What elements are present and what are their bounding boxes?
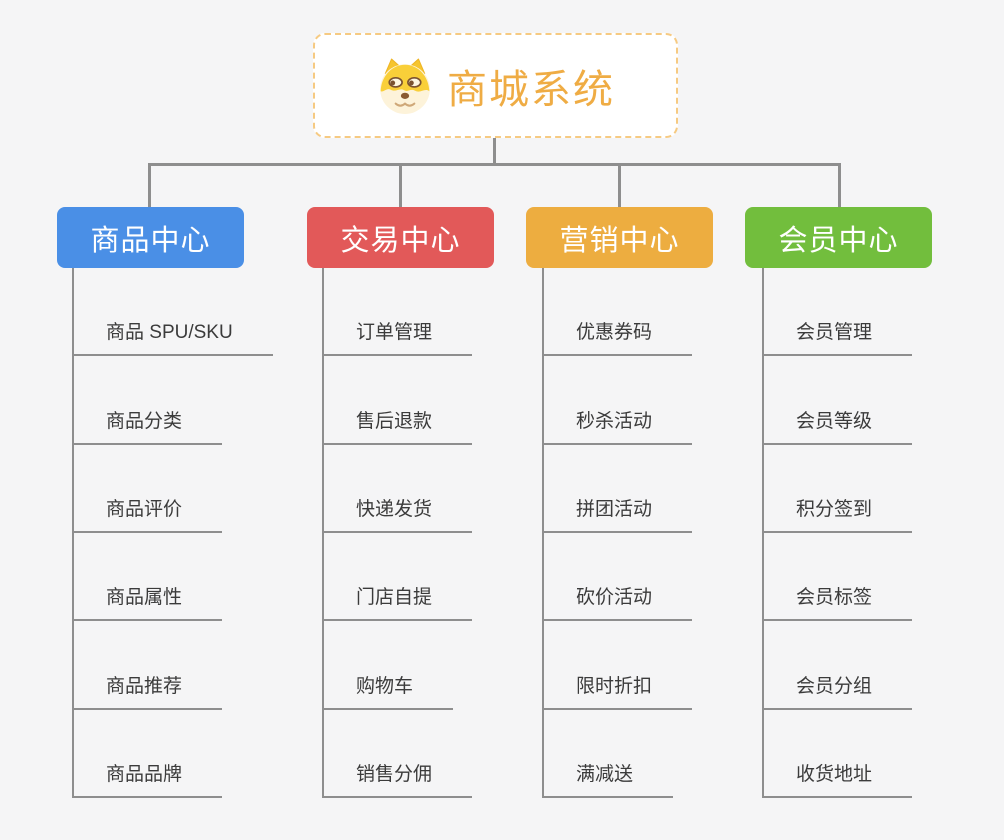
branch-header-trade[interactable]: 交易中心 [307,207,494,268]
leaf-item[interactable]: 拼团活动 [542,497,693,533]
branch-leaves-marketing: 优惠券码 秒杀活动 拼团活动 砍价活动 限时折扣 满减送 [542,268,693,798]
trunk-trade [322,268,324,798]
leaf-item[interactable]: 优惠券码 [542,320,693,357]
leaf-cell: 商品评价 [72,445,273,533]
leaf-cell: 销售分佣 [322,710,473,798]
leaf-item[interactable]: 会员分组 [762,674,913,710]
leaf-item[interactable]: 收货地址 [762,762,913,798]
leaf-item[interactable]: 积分签到 [762,497,913,533]
leaf-item[interactable]: 订单管理 [322,320,473,357]
leaf-cell: 会员管理 [762,268,913,357]
branch-leaves-member: 会员管理 会员等级 积分签到 会员标签 会员分组 收货地址 [762,268,913,798]
leaf-item[interactable]: 售后退款 [322,409,473,445]
connector-drop-member [838,163,841,208]
leaf-cell: 积分签到 [762,445,913,533]
leaf-cell: 商品分类 [72,356,273,445]
trunk-goods [72,268,74,798]
leaf-cell: 售后退款 [322,356,473,445]
branch-leaves-goods: 商品 SPU/SKU 商品分类 商品评价 商品属性 商品推荐 商品品牌 [72,268,273,798]
leaf-item[interactable]: 满减送 [542,762,674,798]
leaf-item[interactable]: 会员管理 [762,320,913,357]
leaf-cell: 满减送 [542,710,692,798]
leaf-cell: 会员等级 [762,356,913,445]
leaf-cell: 商品推荐 [72,621,273,710]
branch-header-member[interactable]: 会员中心 [745,207,932,268]
leaf-cell: 购物车 [322,621,472,710]
leaf-item[interactable]: 秒杀活动 [542,409,693,445]
leaf-cell: 拼团活动 [542,445,693,533]
leaf-cell: 收货地址 [762,710,913,798]
leaf-item[interactable]: 砍价活动 [542,585,693,622]
connector-drop-trade [399,163,402,208]
leaf-item[interactable]: 限时折扣 [542,674,693,710]
leaf-cell: 门店自提 [322,533,473,622]
trunk-member [762,268,764,798]
leaf-item[interactable]: 快递发货 [322,497,473,533]
leaf-cell: 商品 SPU/SKU [72,268,273,357]
leaf-item[interactable]: 商品推荐 [72,674,223,710]
leaf-item[interactable]: 会员等级 [762,409,913,445]
doge-icon [380,58,430,114]
leaf-item[interactable]: 商品 SPU/SKU [72,320,273,357]
branch-header-marketing[interactable]: 营销中心 [526,207,713,268]
leaf-item[interactable]: 商品属性 [72,585,223,622]
leaf-cell: 砍价活动 [542,533,693,622]
branch-label: 商品中心 [90,224,211,257]
connector-root-vertical [493,137,496,164]
leaf-item[interactable]: 商品分类 [72,409,223,445]
branch-label: 营销中心 [559,224,680,257]
connector-rail [148,163,841,166]
branch-label: 交易中心 [340,224,461,257]
connector-drop-goods [148,163,151,208]
leaf-cell: 商品品牌 [72,710,273,798]
leaf-cell: 商品属性 [72,533,273,622]
trunk-marketing [542,268,544,798]
leaf-item[interactable]: 购物车 [322,674,454,710]
leaf-cell: 秒杀活动 [542,356,693,445]
connector-drop-marketing [618,163,621,208]
branch-leaves-trade: 订单管理 售后退款 快递发货 门店自提 购物车 销售分佣 [322,268,473,798]
leaf-cell: 限时折扣 [542,621,693,710]
leaf-cell: 快递发货 [322,445,473,533]
branch-header-goods[interactable]: 商品中心 [57,207,244,268]
leaf-item[interactable]: 门店自提 [322,585,473,622]
leaf-cell: 优惠券码 [542,268,693,357]
root-title: 商城系统 [447,67,615,112]
leaf-item[interactable]: 商品评价 [72,497,223,533]
leaf-item[interactable]: 会员标签 [762,585,913,622]
leaf-cell: 会员标签 [762,533,913,622]
root-node[interactable]: 商城系统 [313,33,678,138]
leaf-item[interactable]: 商品品牌 [72,762,223,798]
leaf-cell: 会员分组 [762,621,913,710]
leaf-cell: 订单管理 [322,268,473,357]
branch-label: 会员中心 [778,224,899,257]
leaf-item[interactable]: 销售分佣 [322,762,473,798]
